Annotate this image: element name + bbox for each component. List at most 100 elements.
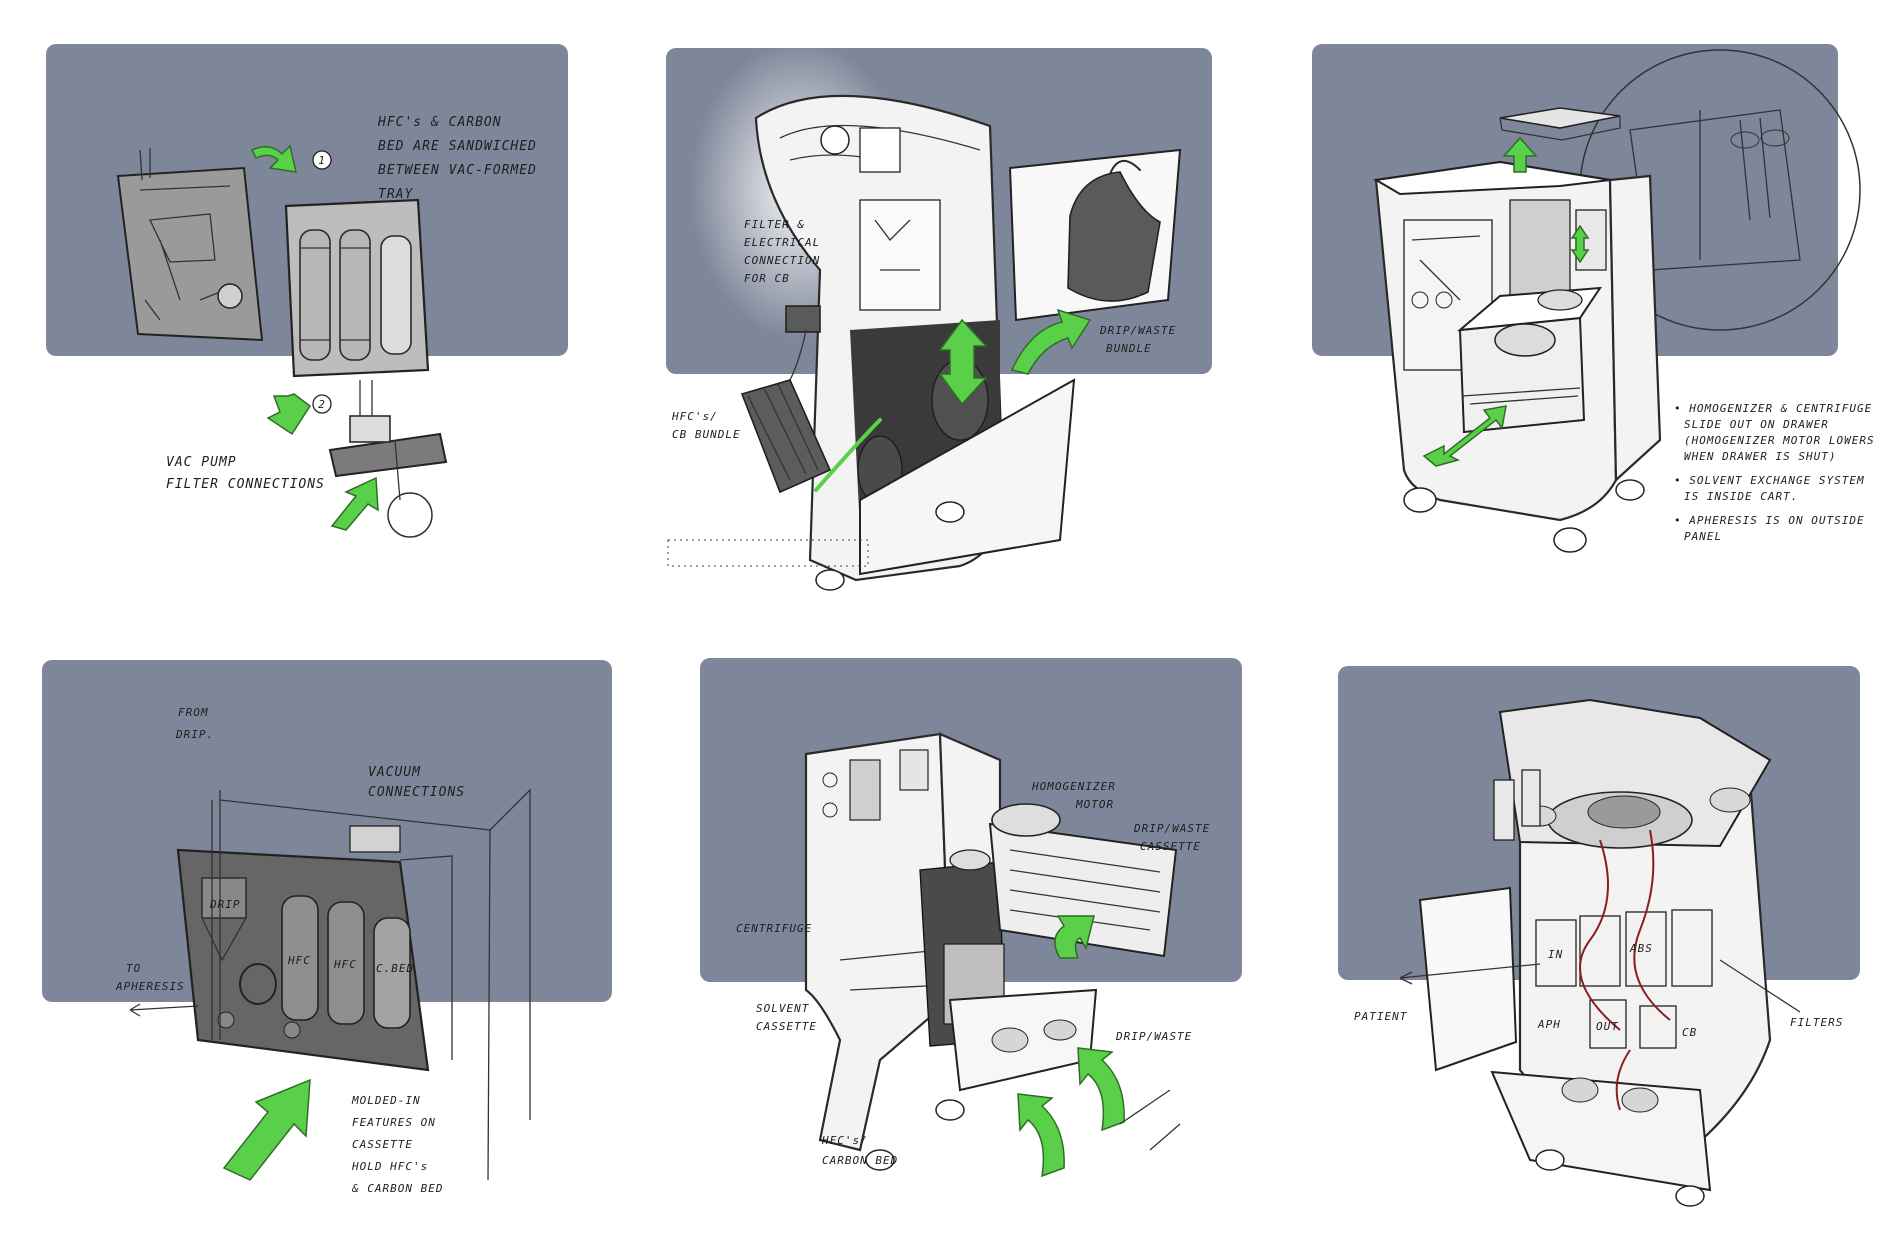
iv-bag [1493,779,1515,841]
note-filter-connection: FILTER & ELECTRICAL CONNECTION FOR CB [744,218,820,285]
vacuum-port [349,825,401,853]
homogenizer-drawer [949,803,1178,958]
svg-text:TRAY: TRAY [378,187,413,202]
note-hfc-carbon-bed: HFC's/ CARBON BED [821,1134,898,1167]
note-vacuum-connections: VACUUM CONNECTIONS [368,765,465,800]
svg-text:FROM: FROM [178,706,209,719]
tag-abs: ABS [1629,942,1653,955]
note-hfc-bundle: HFC's/ CB BUNDLE [671,410,741,441]
green-arrow-push [1077,1047,1125,1132]
svg-text:VACUUM: VACUUM [368,765,421,780]
svg-text:CASSETTE: CASSETTE [756,1020,817,1033]
step-2-label: 2 [318,398,326,411]
svg-text:• APHERESIS IS ON OUTSIDE: • APHERESIS IS ON OUTSIDE [1674,514,1865,527]
svg-text:SOLVENT: SOLVENT [756,1002,810,1015]
green-arrow-lift [938,318,988,406]
green-arrow-vertical [1570,224,1590,264]
svg-text:CARBON BED: CARBON BED [822,1154,898,1167]
tag-in: IN [1548,948,1563,961]
green-arrow-slide-out [1422,405,1507,467]
sketch-panel-2: FILTER & ELECTRICAL CONNECTION FOR CB HF… [666,40,1212,591]
svg-text:BED ARE SANDWICHED: BED ARE SANDWICHED [378,139,537,154]
vacuum-frame-lines [129,788,531,1181]
hfc-cylinder [299,229,331,361]
vac-pump [328,380,448,538]
svg-text:HOMOGENIZER: HOMOGENIZER [1031,780,1116,793]
sketch-panel-5: HOMOGENIZER MOTOR DRIP/WASTE CASSETTE CE… [700,658,1242,1178]
electrical-connector [785,305,821,333]
svg-text:DRIP/WASTE: DRIP/WASTE [1133,822,1210,835]
patient-line [1399,963,1541,985]
hfc-bundle [740,305,832,494]
svg-text:APHERESIS: APHERESIS [115,980,185,993]
open-door [1008,148,1182,322]
note-from-drip: FROM DRIP. [175,706,214,741]
note-solvent-cassette: SOLVENT CASSETTE [756,1002,817,1033]
carbon-bed-cylinder [373,917,411,1029]
sketch-panel-3: • HOMOGENIZER & CENTRIFUGE SLIDE OUT ON … [1312,44,1874,553]
carbon-bed-cylinder [380,235,412,355]
svg-text:BETWEEN VAC-FORMED: BETWEEN VAC-FORMED [378,163,537,178]
note-centrifuge: CENTRIFUGE [736,922,812,935]
vac-formed-tray [116,148,264,342]
svg-text:BUNDLE: BUNDLE [1106,342,1152,355]
hfc-cylinder [281,895,319,1021]
svg-text:IS INSIDE CART.: IS INSIDE CART. [1684,490,1798,503]
homogenizer-motor [991,803,1061,837]
cassette-plate [176,825,430,1072]
step-marker [312,150,332,170]
svg-text:HOLD HFC's: HOLD HFC's [351,1160,428,1173]
centrifuge-drawer [1456,286,1602,434]
svg-text:• HOMOGENIZER & CENTRIFUGE: • HOMOGENIZER & CENTRIFUGE [1674,402,1872,415]
green-arrow-right [250,144,297,173]
sketch-panel-1: 1 2 HFC's & CARBON BED ARE SANDWICHED BE… [46,44,568,538]
tag-hfc-1: HFC [287,954,311,967]
step-marker [312,394,332,414]
svg-text:FILTER &: FILTER & [744,218,805,231]
note-vac-pump: VAC PUMP FILTER CONNECTIONS [166,455,325,492]
tag-drip: DRIP [209,898,241,911]
svg-text:WHEN DRAWER IS SHUT): WHEN DRAWER IS SHUT) [1684,450,1836,463]
cart-body [1490,698,1772,1207]
filters-line [1719,959,1801,1013]
svg-text:PANEL: PANEL [1684,530,1722,543]
svg-text:MOLDED-IN: MOLDED-IN [351,1094,421,1107]
left-door [1418,769,1541,1072]
note-panel-3: • HOMOGENIZER & CENTRIFUGE SLIDE OUT ON … [1674,402,1874,543]
note-to-apheresis: TO APHERESIS [115,962,185,993]
green-flow-line [814,418,882,492]
svg-text:FILTER CONNECTIONS: FILTER CONNECTIONS [166,477,325,492]
svg-text:DRIP.: DRIP. [175,728,214,741]
svg-text:FEATURES ON: FEATURES ON [352,1116,436,1129]
tag-aph: APH [1537,1018,1561,1031]
tag-carbon-bed: C.BED [376,962,414,975]
svg-text:HFC's/: HFC's/ [821,1134,868,1147]
iv-bag [1521,769,1541,827]
tag-out: OUT [1596,1020,1619,1033]
green-arrow-insert [222,1078,311,1181]
green-arrow-insert [1010,308,1092,375]
green-arrow-insert [1054,915,1095,959]
filter-cassette [284,198,430,378]
svg-text:SLIDE OUT ON DRAWER: SLIDE OUT ON DRAWER [1684,418,1829,431]
note-drip-waste: DRIP/WASTE [1115,1030,1192,1043]
svg-text:HFC's/: HFC's/ [671,410,718,423]
green-arrow-down [266,393,312,436]
svg-text:CASSETTE: CASSETTE [1140,840,1201,853]
svg-text:CONNECTIONS: CONNECTIONS [368,785,465,800]
note-patient: PATIENT [1354,1010,1408,1023]
svg-text:HFC's & CARBON: HFC's & CARBON [377,115,502,130]
sketch-panel-6: IN ABS APH OUT CB PATIENT FILTERS [1338,666,1860,1207]
note-molded-in: MOLDED-IN FEATURES ON CASSETTE HOLD HFC'… [351,1094,442,1195]
tag-cb: CB [1682,1026,1697,1039]
sketch-panel-4: DRIP HFC HFC C.BED FROM DRIP. VACUUM CON… [42,660,612,1195]
svg-text:• SOLVENT EXCHANGE SYSTEM: • SOLVENT EXCHANGE SYSTEM [1674,474,1865,487]
svg-text:CB BUNDLE: CB BUNDLE [672,428,741,441]
step-1-label: 1 [318,154,326,167]
drip-chamber [201,877,247,919]
hfc-cylinder [327,901,365,1025]
note-homogenizer-motor: HOMOGENIZER MOTOR [1031,780,1116,811]
hfc-cylinder [339,229,371,361]
svg-text:ELECTRICAL: ELECTRICAL [744,236,820,249]
